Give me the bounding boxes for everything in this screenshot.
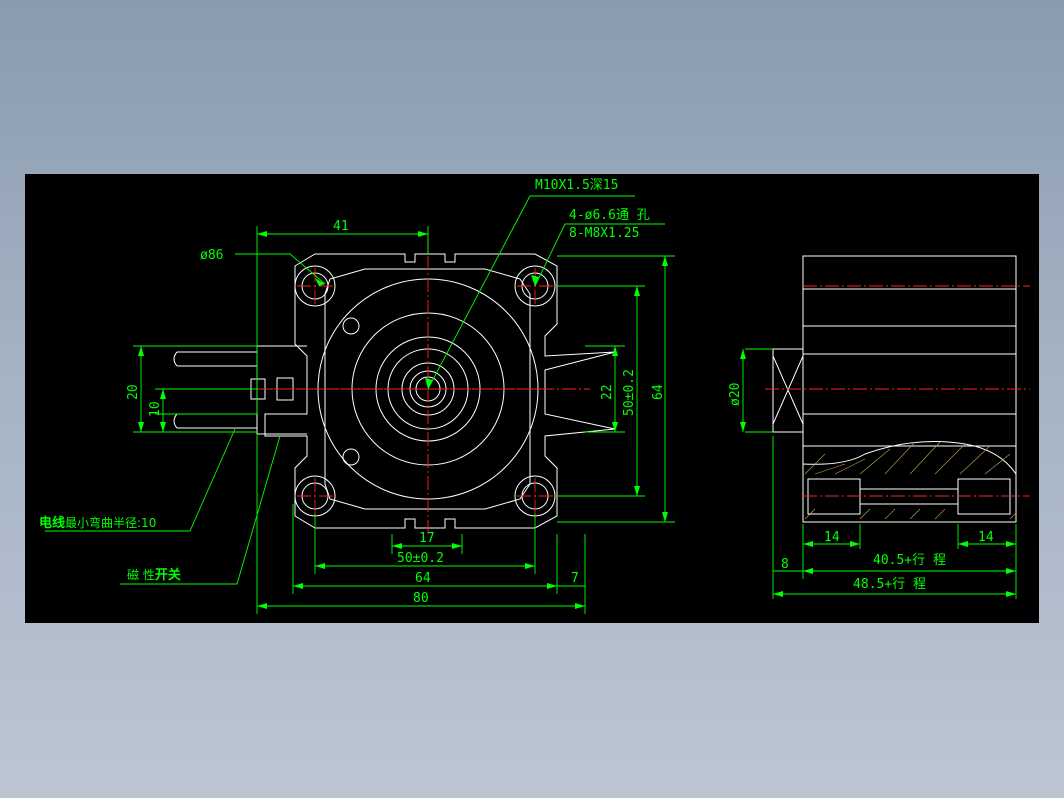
- corner-hole-tr: [514, 265, 556, 307]
- front-view: [173, 234, 616, 534]
- label-dim-17: 17: [419, 531, 435, 546]
- label-dia-86: ø86: [200, 248, 223, 263]
- dim-side-lines: [742, 348, 1017, 599]
- label-dim-14-left: 14: [824, 530, 840, 545]
- leader-holes: [534, 223, 665, 287]
- label-dim-80: 80: [413, 591, 429, 606]
- cad-drawing-canvas: M10X1.5深15 4-ø6.6通 孔 8-M8X1.25 ø86 41 20…: [25, 174, 1039, 623]
- label-switch-bold: 开关: [155, 567, 181, 583]
- label-m8-threads: 8-M8X1.25: [569, 226, 639, 241]
- side-rod-end: [772, 348, 804, 433]
- label-dim-41: 41: [333, 219, 349, 234]
- dimensions: M10X1.5深15 4-ø6.6通 孔 8-M8X1.25 ø86 41 20…: [39, 178, 1017, 614]
- label-dim-20: 20: [126, 384, 141, 400]
- label-dim-8: 8: [781, 557, 789, 572]
- side-view: [765, 255, 1030, 523]
- corner-hole-tl: [294, 265, 336, 307]
- side-section-curve: [802, 441, 1017, 475]
- label-switch: 磁 性开关: [127, 567, 181, 583]
- label-dim-50-horizontal: 50±0.2: [397, 551, 444, 566]
- label-stroke-40-5: 40.5+行 程: [873, 553, 946, 568]
- label-wire-bold: 电线: [39, 515, 65, 531]
- label-dim-64-vertical: 64: [651, 384, 666, 400]
- label-dia-20: ø20: [728, 383, 743, 406]
- dim-41-line: [256, 226, 429, 414]
- label-wire-rest: 最小弯曲半径:10: [65, 515, 156, 530]
- leader-wire: [45, 428, 236, 532]
- dim-left-lines: [133, 345, 257, 433]
- label-dim-64-horizontal: 64: [415, 571, 431, 586]
- leader-switch: [120, 435, 281, 585]
- label-m10-thread: M10X1.5深15: [535, 178, 618, 193]
- label-dim-22: 22: [600, 384, 615, 400]
- arrow-heads: [138, 231, 1016, 609]
- small-hole-lower: [342, 448, 360, 466]
- label-switch-plain: 磁 性: [127, 567, 155, 582]
- side-hatch: [804, 441, 1017, 520]
- label-dim-10: 10: [148, 401, 163, 417]
- side-ports: [807, 478, 1011, 515]
- leader-m10: [427, 195, 635, 390]
- small-hole-upper: [342, 317, 360, 335]
- leader-ø86: [235, 253, 326, 285]
- cad-drawing: M10X1.5深15 4-ø6.6通 孔 8-M8X1.25 ø86 41 20…: [39, 178, 1030, 614]
- label-stroke-48-5: 48.5+行 程: [853, 577, 926, 592]
- label-wire: 电线最小弯曲半径:10: [39, 515, 156, 531]
- side-body-outline: [802, 255, 1017, 523]
- dim-bottom-lines: [256, 434, 586, 614]
- label-dim-7: 7: [571, 571, 579, 586]
- label-dim-14-right: 14: [978, 530, 994, 545]
- label-through-holes: 4-ø6.6通 孔: [569, 208, 650, 223]
- front-body-outline: [264, 253, 616, 529]
- label-dim-50-vertical: 50±0.2: [622, 369, 637, 416]
- wire-stubs: [173, 345, 307, 435]
- dim-right-lines: [557, 255, 675, 523]
